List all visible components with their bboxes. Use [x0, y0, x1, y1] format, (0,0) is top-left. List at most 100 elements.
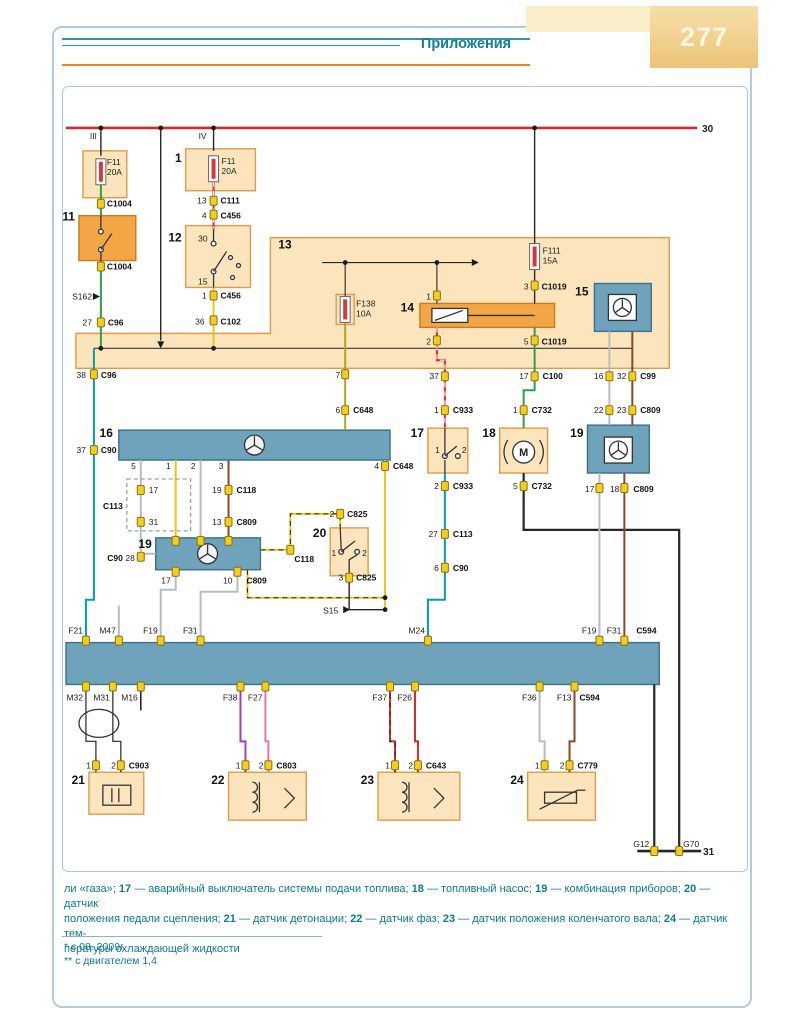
- diagram-label: 1: [435, 445, 440, 455]
- wire-stripe: [246, 569, 386, 599]
- connector-pin: [136, 681, 145, 692]
- connector-pin: [96, 261, 105, 272]
- connector-pin: [605, 371, 614, 382]
- connector-pin: [391, 760, 400, 771]
- connector-pin: [620, 635, 629, 646]
- page-number: 277: [679, 21, 729, 52]
- diagram-label: 1: [236, 760, 241, 770]
- splice-arrow: [471, 259, 479, 267]
- connector-pin: [530, 371, 539, 382]
- ignition-switch-12: [184, 224, 252, 289]
- diagram-label: 17: [585, 484, 595, 494]
- wire: [84, 348, 95, 643]
- diagram-label: 16: [594, 371, 604, 381]
- diagram-label: 4: [202, 211, 207, 221]
- diagram-label: C809: [246, 576, 267, 586]
- connector-pin: [413, 760, 422, 771]
- sensor-23: [377, 771, 461, 821]
- connector-pin: [224, 535, 233, 546]
- diagram-label: C825: [347, 509, 368, 519]
- unit-15: [593, 282, 652, 333]
- wire: [568, 684, 576, 773]
- diagram-label: 19: [212, 485, 222, 495]
- fan-icon-19-left: [196, 543, 219, 565]
- diagram-label: C102: [221, 316, 242, 326]
- connector-pin: [96, 198, 105, 209]
- diagram-label: C809: [640, 405, 661, 415]
- diagram-label: C96: [108, 317, 124, 327]
- fuse-element: [343, 299, 348, 320]
- diagram-label: 2: [191, 461, 196, 471]
- connector-pin: [286, 544, 295, 555]
- diagram-label: 28: [125, 553, 135, 563]
- diagram-label: 37: [77, 445, 87, 455]
- diagram-label: 12: [168, 231, 182, 245]
- connector-pin: [440, 562, 449, 573]
- diagram-label: 1: [86, 760, 91, 770]
- connector-pin: [595, 635, 604, 646]
- diagram-label: F31: [607, 626, 622, 636]
- wires-layer: [65, 126, 702, 853]
- switch-icon-17: [441, 428, 461, 474]
- ignition-switch-icon: [210, 228, 242, 288]
- wire: [522, 473, 681, 852]
- diagram-label: 1: [175, 151, 182, 165]
- diagram-label: 32: [617, 371, 627, 381]
- diagram-label: 2: [434, 481, 439, 491]
- diagram-label: 3: [338, 573, 343, 583]
- diagram-label: 17: [411, 426, 425, 440]
- connector-pin: [96, 317, 105, 328]
- diagram-label: 1: [202, 290, 207, 300]
- header-accent-rule: [62, 64, 530, 66]
- ecu-bar: [65, 641, 660, 686]
- connector-pin: [535, 681, 544, 692]
- diagram-label: C594: [579, 692, 600, 702]
- connector-pin: [209, 315, 218, 326]
- junction-dot: [342, 260, 348, 265]
- diagram-label: 1: [434, 405, 439, 415]
- connector-pin: [440, 371, 449, 382]
- diagram-label: F36: [522, 692, 537, 702]
- connector-pin: [432, 290, 441, 301]
- diagram-label: 18: [610, 484, 620, 494]
- diagram-label: IV: [199, 131, 207, 141]
- diagram-label: 21: [72, 773, 86, 787]
- diagram-label: C809: [236, 517, 257, 527]
- diagram-label: 1: [535, 760, 540, 770]
- diagram-label: 10: [223, 576, 233, 586]
- diagram-label: 17: [149, 485, 159, 495]
- diagram-label: F11: [107, 157, 121, 167]
- diagram-label: G70: [683, 839, 699, 849]
- diagram-label: 19: [570, 426, 584, 440]
- diagram-label: S15: [323, 606, 338, 616]
- wiring-diagram: M: [63, 124, 715, 858]
- diagram-label: 20: [313, 526, 327, 540]
- legend-line: пературы охлаждающей жидкости: [64, 943, 240, 955]
- footnote-2: ** с двигателем 1,4: [64, 955, 157, 967]
- connector-pin: [233, 566, 242, 577]
- connector-pin: [81, 635, 90, 646]
- sensor-21: [88, 771, 145, 815]
- diagram-label: F37: [372, 692, 387, 702]
- diagram-label: C732: [532, 481, 553, 491]
- diagram-label: 30: [198, 234, 208, 244]
- knock-sensor-icon: [102, 784, 132, 806]
- junction-dot: [211, 345, 216, 351]
- fuse-element: [211, 158, 216, 179]
- connector-pin: [341, 369, 350, 380]
- diagram-label: 20A: [222, 166, 237, 176]
- diagram-label: 23: [361, 773, 375, 787]
- diagram-label: 22: [211, 773, 225, 787]
- wire: [264, 684, 270, 773]
- junction-dot: [532, 125, 538, 131]
- connector-pin: [432, 335, 441, 346]
- wire-stripe: [260, 513, 341, 551]
- fuse-element: [98, 161, 103, 182]
- junction-dot: [434, 260, 440, 265]
- diagram-label: 22: [594, 405, 604, 415]
- footnote-1: * с 08. 2009г.: [64, 941, 126, 953]
- diagram-label: C825: [356, 573, 377, 583]
- diagram-label: 1: [426, 291, 431, 301]
- junction-dot: [98, 125, 104, 131]
- diagram-label: 31: [703, 847, 715, 858]
